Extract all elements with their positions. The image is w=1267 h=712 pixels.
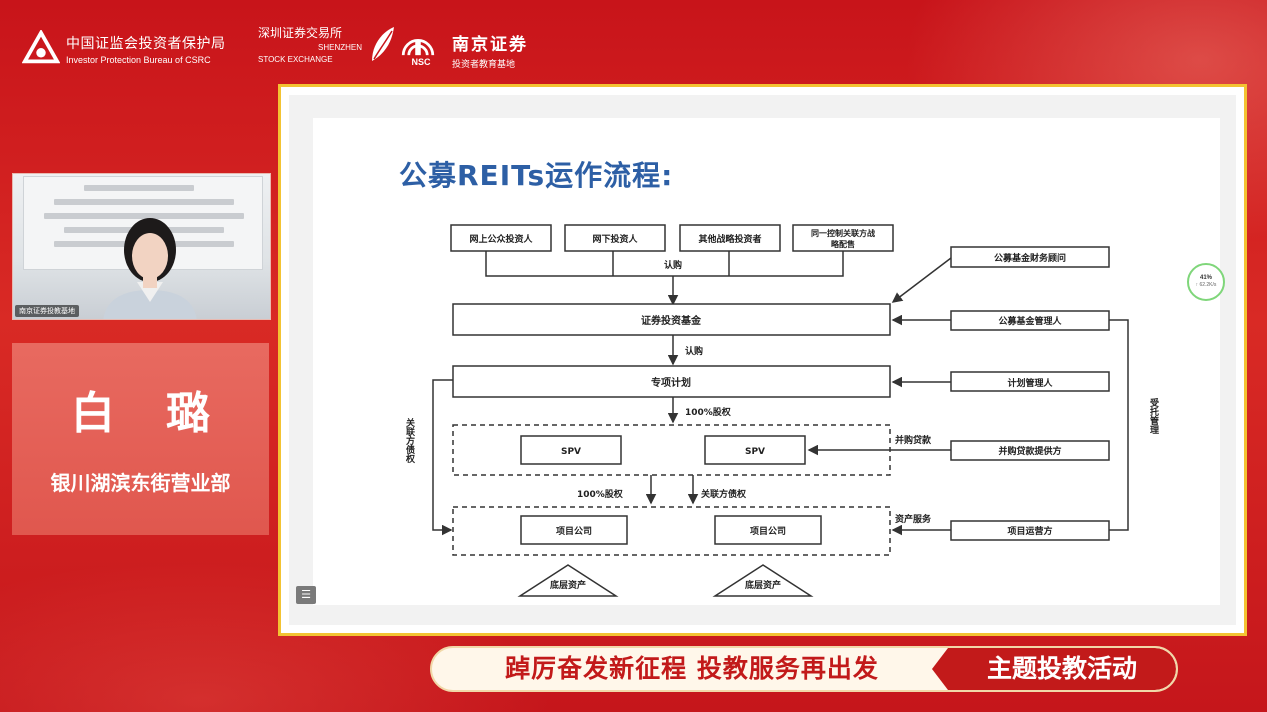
investor-label-4a: 同一控制关联方战: [811, 228, 875, 238]
investor-label-3: 其他战略投资者: [698, 233, 761, 245]
csrc-emblem-icon: [22, 30, 60, 64]
equity-label-2: 100%股权: [577, 488, 624, 500]
project-company-box-1: [520, 515, 628, 545]
related-debt-label-vertical: 关联方债权: [404, 417, 416, 464]
underlying-asset-label-2: 底层资产: [745, 579, 781, 591]
speaker-video: 南京证券投教基地: [12, 173, 271, 320]
investor-label-1: 网上公众投资人: [469, 233, 533, 245]
szse-name-en-1: SHENZHEN: [318, 43, 363, 52]
list-icon[interactable]: ☰: [296, 586, 316, 604]
banner-theme: 主题投教活动: [932, 648, 1176, 690]
fund-advisor-box: [950, 246, 1110, 268]
investor-box-3: [679, 224, 781, 252]
banner-slogan: 踔厉奋发新征程 投教服务再出发: [505, 654, 879, 683]
network-speed-widget[interactable]: 41% ↑ 62.2K/s: [1187, 263, 1225, 301]
speed-rate: ↑ 62.2K/s: [1195, 282, 1217, 288]
nsc-abbr: NSC: [411, 57, 431, 67]
csrc-name-cn: 中国证监会投资者保护局: [66, 36, 226, 52]
special-plan-box: [452, 365, 891, 398]
investor-box-2: [564, 224, 666, 252]
slide-viewport: 公募REITs运作流程:: [289, 95, 1236, 625]
szse-logo: 深圳证券交易所 SHENZHEN STOCK EXCHANGE: [258, 24, 398, 65]
speaker-name: 白 璐: [70, 388, 229, 439]
entrusted-mgmt-label-vertical: 受托管理: [1148, 397, 1159, 434]
reits-flow-diagram: 网上公众投资人 网下投资人 其他战略投资者 同一控制关联方战 略配售 认购 公募…: [404, 224, 1159, 597]
csrc-name-en: Investor Protection Bureau of CSRC: [66, 55, 211, 65]
spv-box-2: [704, 435, 806, 465]
speaker-figure: [103, 218, 197, 319]
szse-leaf-icon: [372, 26, 395, 61]
equity-label-1: 100%股权: [685, 406, 732, 418]
nsc-logo: NSC 南京证券 投资者教育基地: [398, 30, 528, 70]
loan-provider-label: 并购贷款提供方: [998, 445, 1061, 457]
related-debt-label-2: 关联方债权: [701, 488, 747, 500]
project-region: [452, 506, 891, 556]
operator-label: 项目运营方: [1007, 525, 1052, 537]
project-company-label-2: 项目公司: [750, 526, 786, 537]
szse-name-en-2: STOCK EXCHANGE: [258, 55, 333, 64]
investor-box-1: [450, 224, 552, 252]
fund-label: 证券投资基金: [641, 314, 702, 327]
event-banner: 踔厉奋发新征程 投教服务再出发 主题投教活动: [430, 646, 1178, 692]
fund-advisor-label: 公募基金财务顾问: [994, 252, 1066, 264]
project-company-box-2: [714, 515, 822, 545]
speed-percent-unit: %: [1206, 275, 1213, 281]
nsc-tagline: 投资者教育基地: [452, 60, 516, 70]
spv-box-1: [520, 435, 622, 465]
szse-name-cn: 深圳证券交易所: [258, 26, 343, 40]
csrc-logo: 中国证监会投资者保护局 Investor Protection Bureau o…: [22, 30, 226, 68]
plan-manager-label: 计划管理人: [1007, 377, 1053, 389]
spv-label-2: SPV: [745, 447, 765, 457]
subscribe-label-1: 认购: [664, 259, 682, 271]
investor-label-4b: 略配售: [831, 239, 855, 249]
spv-label-1: SPV: [561, 447, 581, 457]
nsc-name-cn: 南京证券: [452, 35, 528, 55]
speaker-card: 白 璐 银川湖滨东街营业部: [12, 343, 269, 535]
asset-service-label: 资产服务: [895, 513, 932, 525]
underlying-asset-triangle-2: [712, 564, 814, 597]
subscribe-label-2: 认购: [685, 345, 703, 357]
investor-label-2: 网下投资人: [592, 233, 638, 245]
fund-manager-label: 公募基金管理人: [998, 315, 1062, 327]
slide-page: 公募REITs运作流程:: [313, 118, 1220, 605]
slide-title: 公募REITs运作流程:: [399, 159, 674, 192]
merger-loan-label: 并购贷款: [895, 434, 932, 446]
underlying-asset-triangle-1: [517, 564, 619, 597]
video-label: 南京证券投教基地: [15, 305, 79, 317]
project-company-label-1: 项目公司: [556, 526, 592, 537]
fund-box: [452, 303, 891, 336]
speaker-department: 银川湖滨东街营业部: [50, 471, 231, 495]
underlying-asset-label-1: 底层资产: [550, 579, 586, 591]
special-plan-label: 专项计划: [651, 376, 691, 389]
slide-frame: 公募REITs运作流程:: [278, 84, 1247, 636]
nsc-emblem-icon: [401, 39, 435, 56]
speed-percent: 41: [1199, 275, 1207, 281]
